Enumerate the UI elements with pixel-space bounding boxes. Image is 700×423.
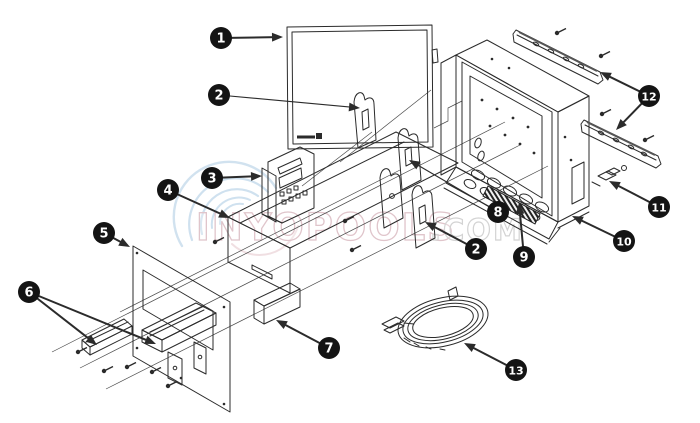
callout-8-arrow [414,163,499,213]
callout-2-number: 2 [214,88,223,103]
chassis-plate [227,131,459,294]
screw [642,134,655,143]
callout-8: 8 [409,160,509,223]
callout-2-arrow [218,94,354,108]
screw [124,361,137,370]
callout-12-arrowhead [600,72,612,81]
callout-3-badge [201,167,223,189]
callout-5-arrowhead [118,237,130,247]
callout-11-number: 11 [651,201,666,214]
screw [75,346,88,355]
callout-3: 3 [201,167,262,189]
door-brand-logo [297,133,322,139]
callout-2-badge [465,238,487,260]
callout-13: 13 [464,343,527,381]
callout-7-badge [318,337,340,359]
callout-7-number: 7 [324,341,333,356]
callout-6-number: 6 [24,285,33,300]
callout-4-arrowhead [218,209,230,218]
callout-6-arrow [28,291,150,343]
callout-10-number: 10 [616,235,632,248]
callout-4: 4 [157,179,230,218]
screw [212,236,225,245]
callout-1-arrowhead [271,32,283,42]
watermark-swirl-logo [172,160,299,256]
watermark-text-main: INYOPOOLS [196,206,456,249]
callout-4-number: 4 [163,183,172,198]
callout-8-badge [487,201,509,223]
callout-5-number: 5 [99,226,108,241]
callout-11-badge [648,196,670,218]
latch-hardware [591,165,627,187]
callout-8-number: 8 [493,205,502,220]
mounting-rail-upper [512,29,604,85]
callout-2-arrowhead [425,222,437,232]
callout-12-arrowhead [616,119,627,130]
callout-4-badge [157,179,179,201]
door-panel [286,24,439,150]
callout-11-arrowhead [609,181,621,190]
callout-2-number: 2 [471,242,480,257]
callout-2: 2 [425,222,487,260]
screw [599,108,612,117]
callout-6-arrowhead [85,334,97,345]
bracket-item8 [397,128,422,191]
screw [598,50,611,59]
callout-3-number: 3 [207,171,216,186]
callout-10-badge [613,230,635,252]
mounting-rail-lower [580,119,662,169]
power-cord-coil [381,286,489,351]
callout-13-arrowhead [464,343,476,352]
callout-3-arrowhead [250,172,262,181]
cord-plug [381,316,415,334]
screw [349,244,362,253]
callout-6: 6 [18,281,156,345]
callout-13-number: 13 [508,364,523,377]
callout-5-badge [93,222,115,244]
dead-front-panel [132,245,231,413]
callout-11: 11 [609,181,670,218]
bracket-middle [379,168,404,229]
callout-1-badge [210,27,232,49]
callout-6-arrow [28,291,93,342]
callout-8-arrowhead [409,160,421,170]
callout-12-number: 12 [641,90,656,103]
callout-9: 9 [513,203,535,268]
assembly-axis-lines [51,89,549,390]
control-unit-display [278,167,303,189]
screw [554,27,567,36]
callout-7: 7 [276,320,340,359]
cover-plate [253,282,301,325]
screw [149,366,162,375]
callout-7-arrowhead [276,320,288,330]
callout-13-badge [505,359,527,381]
cord-retainer-tab [447,286,459,301]
enclosure-back-wall [469,75,543,199]
screw [342,215,355,224]
callout-9-arrowhead [515,203,525,215]
callout-10: 10 [572,216,635,252]
callout-6-arrowhead [144,335,156,344]
bus-bar-item9 [482,185,541,225]
callout-2-arrowhead [348,102,360,112]
callout-2-badge [208,84,230,106]
callout-9-badge [513,246,535,268]
callout-10-arrowhead [572,216,584,225]
hinge-bracket-top [353,92,377,149]
callout-12: 12 [600,72,660,130]
hinge-bracket-bottom [411,185,436,249]
callout-1: 1 [210,27,283,49]
callout-12-badge [638,85,660,107]
callout-5: 5 [93,222,130,247]
screw [165,380,178,389]
callout-9-number: 9 [519,250,528,265]
callout-1-number: 1 [216,31,225,46]
callout-6-badge [18,281,40,303]
mounting-bracket-assembly [141,302,217,386]
screw [101,365,114,374]
callout-2: 2 [208,84,360,112]
screws [75,27,655,389]
